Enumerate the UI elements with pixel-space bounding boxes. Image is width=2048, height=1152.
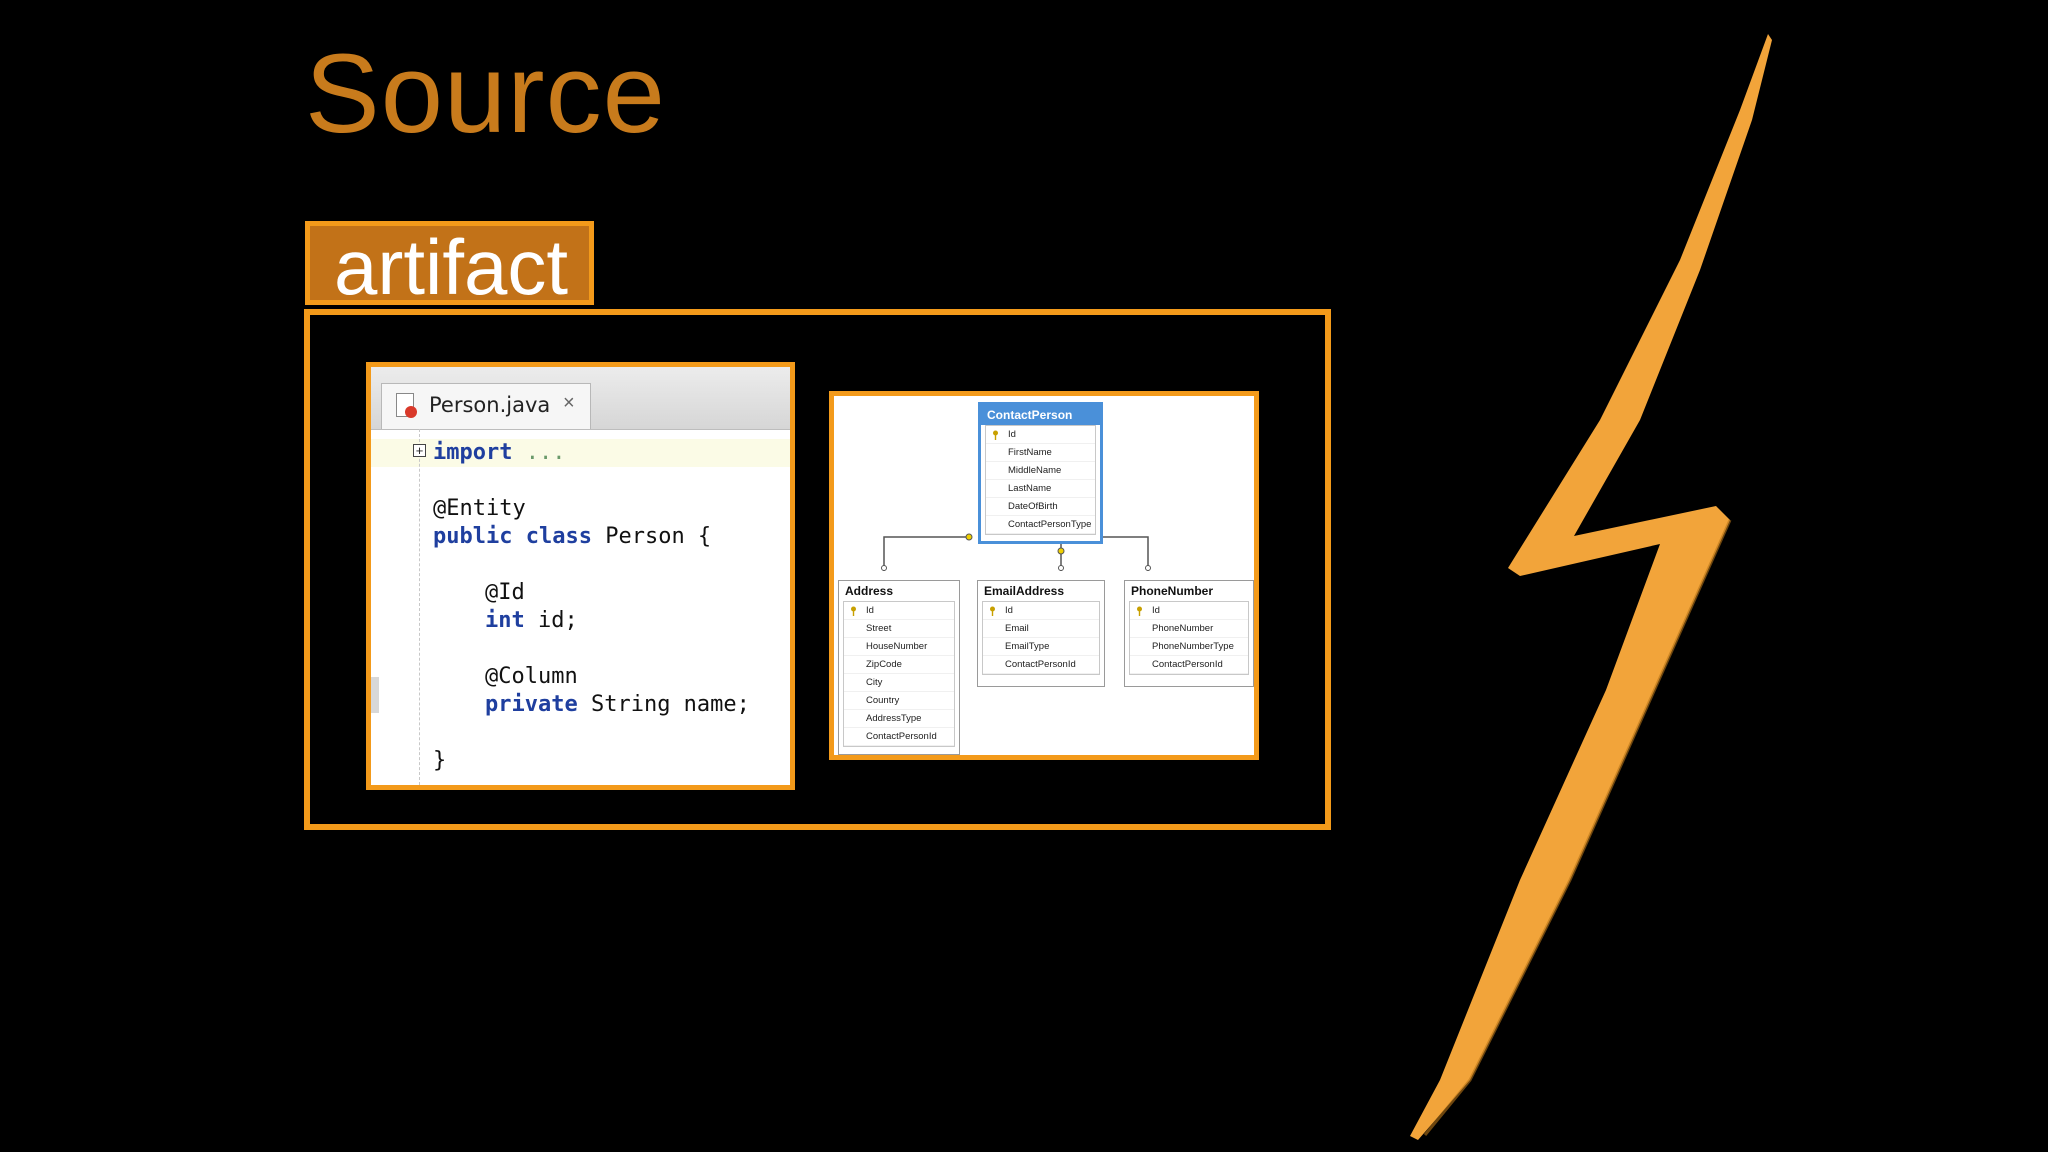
db-column-list: Id Street HouseNumber ZipCode City Count…: [843, 601, 955, 747]
code-line-name-field: private String name;: [485, 691, 750, 719]
keyword: class: [525, 524, 592, 549]
artifact-label-box: artifact: [305, 221, 594, 311]
db-column[interactable]: LastName: [986, 480, 1095, 498]
db-column-list: Id Email EmailType ContactPersonId: [982, 601, 1100, 675]
editor-tab-person-java[interactable]: Person.java ×: [381, 383, 591, 429]
db-column[interactable]: AddressType: [844, 710, 954, 728]
primary-key-icon: [851, 606, 856, 616]
folded-dots: ...: [512, 440, 566, 465]
db-column[interactable]: ZipCode: [844, 656, 954, 674]
error-badge-icon: [405, 406, 417, 418]
code-line-id-field: int id;: [485, 607, 578, 635]
db-column[interactable]: HouseNumber: [844, 638, 954, 656]
db-column[interactable]: PhoneNumber: [1130, 620, 1248, 638]
db-column[interactable]: Street: [844, 620, 954, 638]
editor-tab-label: Person.java: [429, 393, 551, 417]
code-line-import: import ...: [433, 439, 565, 467]
code-line-entity: @Entity: [433, 496, 526, 521]
slide-title: Source: [305, 31, 666, 156]
keyword: int: [485, 608, 525, 633]
db-column[interactable]: Country: [844, 692, 954, 710]
db-column[interactable]: DateOfBirth: [986, 498, 1095, 516]
db-table-contactperson[interactable]: ContactPerson Id FirstName MiddleName La…: [978, 402, 1103, 544]
keyword: public: [433, 524, 513, 549]
db-column[interactable]: ContactPersonType: [986, 516, 1095, 534]
code-line-column-annotation: @Column: [485, 664, 578, 689]
gutter-marker: [371, 677, 379, 713]
keyword: private: [485, 692, 578, 717]
db-column[interactable]: Id: [986, 426, 1095, 444]
db-table-address[interactable]: Address Id Street HouseNumber ZipCode Ci…: [838, 580, 960, 755]
code-editor-screenshot: Person.java × + import ... @Entity publi…: [366, 362, 795, 790]
code-text: String name;: [577, 692, 750, 717]
db-column[interactable]: FirstName: [986, 444, 1095, 462]
editor-tab-bar: Person.java ×: [371, 367, 790, 430]
db-table-phonenumber[interactable]: PhoneNumber Id PhoneNumber PhoneNumberTy…: [1124, 580, 1254, 687]
db-column-list: Id PhoneNumber PhoneNumberType ContactPe…: [1129, 601, 1249, 675]
code-line-closing-brace: }: [433, 748, 447, 773]
artifact-label: artifact: [334, 223, 569, 311]
editor-gutter: [419, 429, 421, 785]
keyword: import: [433, 440, 513, 465]
primary-key-icon: [993, 430, 998, 440]
code-text: id;: [524, 608, 578, 633]
db-column[interactable]: Id: [983, 602, 1099, 620]
primary-key-icon: [990, 606, 995, 616]
artifact-frame: [304, 309, 1331, 830]
db-table-emailaddress[interactable]: EmailAddress Id Email EmailType ContactP…: [977, 580, 1105, 687]
db-column[interactable]: ContactPersonId: [844, 728, 954, 746]
db-table-name: ContactPerson: [981, 405, 1100, 425]
code-line-class-decl: public class Person {: [433, 523, 711, 551]
db-column[interactable]: City: [844, 674, 954, 692]
java-file-icon: [396, 393, 417, 418]
primary-key-icon: [1137, 606, 1142, 616]
db-table-name: Address: [845, 584, 894, 598]
db-column[interactable]: EmailType: [983, 638, 1099, 656]
db-column[interactable]: Id: [1130, 602, 1248, 620]
db-column[interactable]: MiddleName: [986, 462, 1095, 480]
db-column-list: Id FirstName MiddleName LastName DateOfB…: [985, 425, 1096, 535]
db-table-name: PhoneNumber: [1131, 584, 1214, 598]
current-line-highlight: [371, 439, 790, 467]
db-column[interactable]: ContactPersonId: [983, 656, 1099, 674]
db-column[interactable]: ContactPersonId: [1130, 656, 1248, 674]
close-icon[interactable]: ×: [563, 392, 575, 414]
db-column[interactable]: PhoneNumberType: [1130, 638, 1248, 656]
code-text: Person {: [591, 524, 712, 549]
db-table-name: EmailAddress: [984, 584, 1065, 598]
fold-toggle-icon[interactable]: +: [413, 444, 426, 457]
db-column[interactable]: Email: [983, 620, 1099, 638]
database-diagram-screenshot: ContactPerson Id FirstName MiddleName La…: [829, 391, 1259, 760]
db-column[interactable]: Id: [844, 602, 954, 620]
code-line-id-annotation: @Id: [485, 580, 525, 605]
